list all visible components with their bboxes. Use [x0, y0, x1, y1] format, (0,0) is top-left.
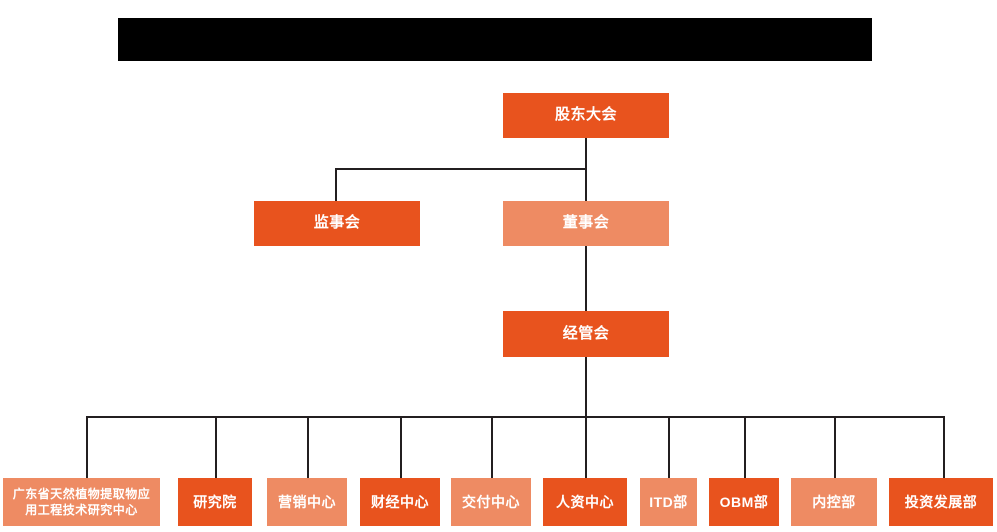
connector-down-to-supervisors	[335, 168, 337, 201]
node-supervisors[interactable]: 监事会	[254, 201, 420, 246]
connector-drop-research-center	[86, 416, 88, 478]
connector-directors-to-management	[585, 241, 587, 311]
node-finance-center-label: 财经中心	[371, 493, 429, 510]
connector-shareholders-down	[585, 138, 587, 169]
node-obm-department-label: OBM部	[719, 493, 769, 510]
node-marketing-center[interactable]: 营销中心	[267, 478, 347, 526]
node-shareholders[interactable]: 股东大会	[503, 93, 669, 138]
node-obm-department[interactable]: OBM部	[709, 478, 779, 526]
connector-drop-finance-center	[400, 416, 402, 478]
connector-down-to-directors	[585, 168, 587, 201]
node-investment-development-department-label: 投资发展部	[904, 493, 978, 510]
node-management-label: 经管会	[562, 324, 610, 342]
node-marketing-center-label: 营销中心	[278, 493, 336, 510]
node-directors[interactable]: 董事会	[503, 201, 669, 246]
redacted-title-banner	[118, 18, 872, 61]
connector-management-down	[585, 357, 587, 417]
node-research-center-label: 广东省天然植物提取物应用工程技术研究中心	[12, 486, 151, 517]
node-shareholders-label: 股东大会	[554, 106, 617, 124]
node-delivery-center[interactable]: 交付中心	[451, 478, 531, 526]
node-research-center[interactable]: 广东省天然植物提取物应用工程技术研究中心	[3, 478, 160, 526]
connector-drop-institute	[215, 416, 217, 478]
node-directors-label: 董事会	[562, 214, 610, 232]
node-delivery-center-label: 交付中心	[462, 493, 520, 510]
node-itd-department[interactable]: ITD部	[640, 478, 697, 526]
node-internal-control-department[interactable]: 内控部	[791, 478, 877, 526]
connector-drop-itd-department	[668, 416, 670, 478]
redacted-title-text	[118, 18, 872, 19]
connector-drop-marketing-center	[307, 416, 309, 478]
connector-drop-investment-development-department	[943, 416, 945, 478]
node-management[interactable]: 经管会	[503, 311, 669, 357]
node-investment-development-department[interactable]: 投资发展部	[889, 478, 993, 526]
connector-drop-delivery-center	[491, 416, 493, 478]
connector-drop-internal-control-department	[834, 416, 836, 478]
node-finance-center[interactable]: 财经中心	[360, 478, 440, 526]
node-institute[interactable]: 研究院	[178, 478, 252, 526]
connector-drop-hr-center	[585, 416, 587, 478]
connector-level2-bus	[335, 168, 587, 170]
node-supervisors-label: 监事会	[313, 214, 361, 232]
node-internal-control-department-label: 内控部	[812, 493, 856, 510]
connector-drop-obm-department	[744, 416, 746, 478]
connector-departments-bus	[86, 416, 944, 418]
node-institute-label: 研究院	[193, 493, 237, 510]
node-itd-department-label: ITD部	[649, 493, 688, 510]
node-hr-center-label: 人资中心	[556, 493, 614, 510]
node-hr-center[interactable]: 人资中心	[543, 478, 627, 526]
